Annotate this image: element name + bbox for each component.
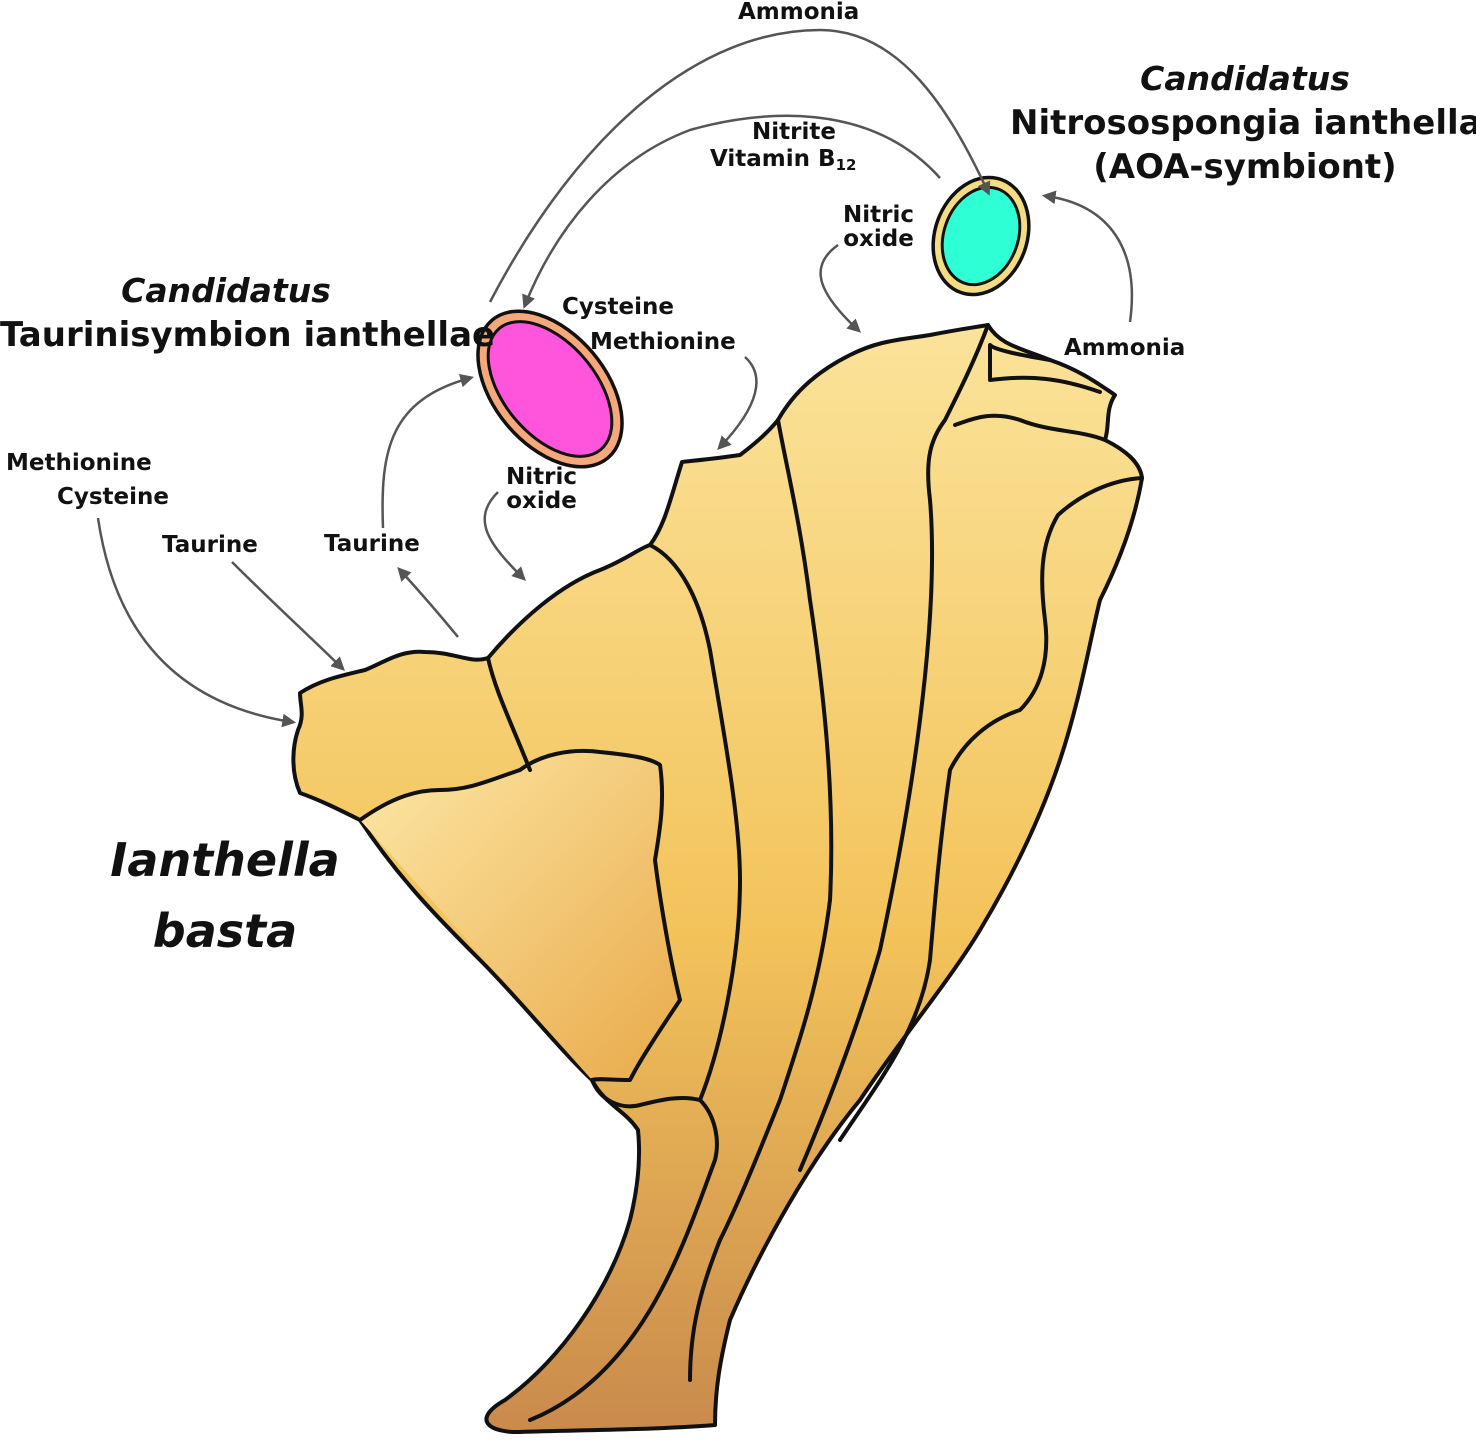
sponge-illustration — [291, 323, 1144, 1435]
sponge-fold-edge-5 — [953, 413, 1107, 442]
label-ammonia-top: Ammonia — [738, 0, 860, 25]
sponge-fold-edge-2 — [648, 543, 742, 1102]
arrow-nitric-oxide-right — [819, 243, 862, 333]
arrow-taurine-release — [397, 566, 459, 638]
sponge-title: Ianthella basta — [70, 825, 380, 968]
sponge-fold-edge-1 — [486, 656, 532, 772]
nitroso-genus: Candidatus — [1140, 59, 1350, 98]
arrow-taurine-out — [381, 373, 474, 529]
arrow-met-cys-in — [96, 517, 297, 728]
sponge-genus: Ianthella — [110, 833, 340, 887]
label-nitric-oxide-mid-1: Nitric — [506, 464, 577, 490]
label-nitrite: Nitrite — [752, 119, 836, 145]
arrow-methionine-mid — [717, 356, 758, 450]
nitroso-cell-body — [940, 185, 1022, 287]
sponge-fold-left — [358, 748, 682, 1082]
label-nitric-oxide-mid: Nitric oxide — [506, 465, 577, 513]
label-taurine-left: Taurine — [162, 532, 258, 558]
label-nitric-oxide-right-2: oxide — [843, 226, 914, 253]
label-cysteine-left: Cysteine — [57, 484, 170, 510]
taurini-cell — [476, 309, 624, 469]
taurini-title: Candidatus Taurinisymbion ianthellae — [0, 270, 496, 357]
label-vitamin: Vitamin B12 — [710, 147, 856, 174]
sponge-species: basta — [152, 904, 298, 959]
arrow-taurine-in — [231, 561, 345, 671]
nitroso-note: (AOA-symbiont) — [1093, 147, 1397, 188]
arrow-nitric-oxide-mid — [483, 491, 526, 581]
taurini-genus: Candidatus — [121, 271, 331, 310]
sponge-fold-edge-3 — [718, 418, 834, 1242]
arrow-ammonia-right — [1041, 190, 1134, 323]
arrow-nitrite-vitamin — [522, 114, 941, 309]
label-methionine-mid: Methionine — [590, 329, 736, 355]
arrow-ammonia-top — [488, 28, 991, 303]
label-ammonia-right: Ammonia — [1064, 335, 1186, 361]
flux-arrows — [96, 28, 1134, 728]
label-nitric-oxide-mid-2: oxide — [506, 488, 577, 515]
sponge-fold-edge-7 — [988, 343, 1102, 394]
label-taurine-mid: Taurine — [324, 531, 420, 557]
nitroso-cell — [931, 175, 1031, 297]
sponge-stem-fold-2 — [688, 1238, 722, 1382]
sponge-fold-edge-6 — [838, 476, 1144, 1142]
label-nitric-oxide-right: Nitric oxide — [843, 203, 914, 251]
taurini-species: Taurinisymbion ianthellae — [0, 314, 496, 355]
nitroso-title: Candidatus Nitrosospongia ianthellae (AO… — [1010, 58, 1476, 189]
label-methionine-left: Methionine — [6, 450, 152, 476]
label-nitric-oxide-right-1: Nitric — [843, 202, 914, 228]
label-vitamin-text: Vitamin B — [710, 146, 836, 172]
label-cysteine-mid: Cysteine — [562, 294, 675, 320]
taurini-cell-body — [486, 320, 614, 458]
sponge-fold-edge-4 — [798, 323, 990, 1172]
sponge-stem-fold — [528, 1078, 719, 1422]
nitroso-species: Nitrosospongia ianthellae — [1010, 102, 1476, 143]
label-vitamin-sub: 12 — [835, 156, 857, 174]
